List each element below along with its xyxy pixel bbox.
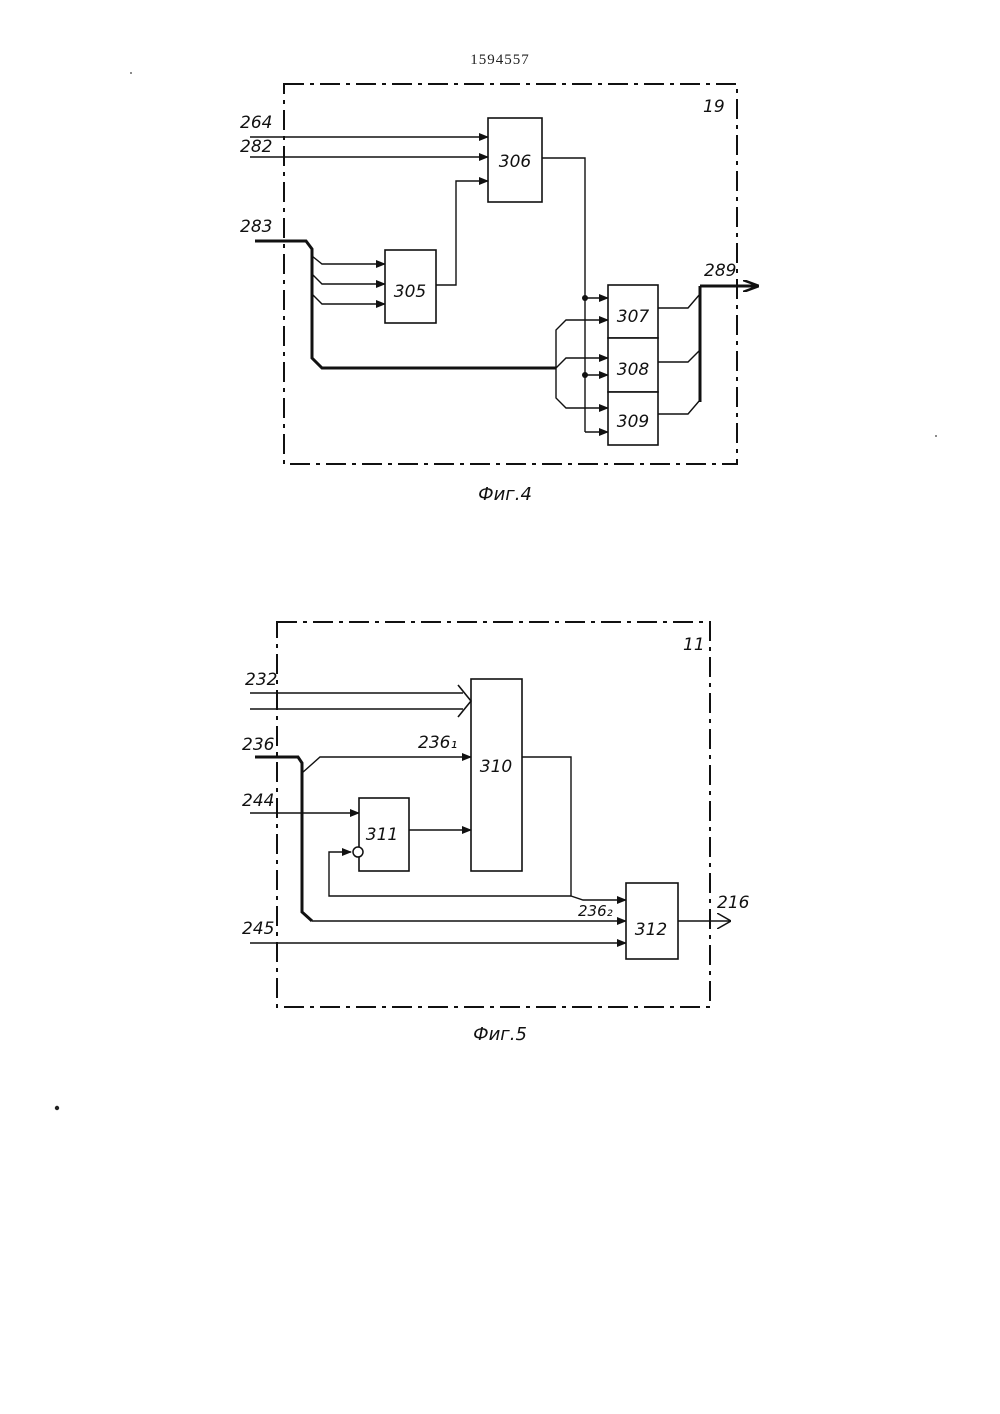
figure-4: 19 264 282 306 283 305 307 xyxy=(240,84,758,505)
junction-306-a xyxy=(582,295,588,301)
block-307-label: 307 xyxy=(617,307,650,327)
scan-specks xyxy=(55,72,937,1110)
wire-305-to-306 xyxy=(436,181,488,285)
block-305-label: 305 xyxy=(394,282,426,302)
inverting-input-311 xyxy=(353,847,363,857)
block-312-label: 312 xyxy=(635,920,667,940)
signal-236: 236 xyxy=(242,735,275,755)
bus-236 xyxy=(255,757,312,921)
speck-1 xyxy=(55,1106,59,1110)
signal-236-2: 236₂ xyxy=(578,902,613,920)
arrow-232 xyxy=(458,685,471,717)
signal-289: 289 xyxy=(704,261,736,281)
fig5-frame-label: 11 xyxy=(683,635,705,655)
speck-2 xyxy=(130,72,132,74)
tap-283-305-a xyxy=(312,256,385,264)
out-308 xyxy=(658,350,700,362)
tap-283-305-c xyxy=(312,294,385,304)
signal-245: 245 xyxy=(242,919,274,939)
wire-306-out xyxy=(542,158,585,298)
block-311-label: 311 xyxy=(366,825,398,845)
wire-236-1-to-310 xyxy=(302,757,471,773)
speck-3 xyxy=(935,435,937,437)
wire-310-out xyxy=(522,757,571,896)
fig5-caption: Фиг.5 xyxy=(473,1024,527,1045)
junction-306-b xyxy=(582,372,588,378)
block-310-label: 310 xyxy=(480,757,512,777)
block-309-label: 309 xyxy=(617,412,649,432)
block-306-label: 306 xyxy=(499,152,532,172)
signal-236-1: 236₁ xyxy=(418,733,457,753)
out-307 xyxy=(658,294,700,308)
signal-282: 282 xyxy=(240,137,272,157)
fig4-frame-label: 19 xyxy=(703,97,725,117)
block-308-label: 308 xyxy=(617,360,650,380)
bus-to-308 xyxy=(556,358,608,368)
tap-283-305-b xyxy=(312,274,385,284)
signal-244: 244 xyxy=(242,791,274,811)
fig4-caption: Фиг.4 xyxy=(478,484,532,505)
bus-to-309 xyxy=(556,368,608,408)
signal-232: 232 xyxy=(245,670,277,690)
signal-264: 264 xyxy=(240,113,272,133)
signal-283: 283 xyxy=(240,217,272,237)
figure-5: 11 310 232 236 236₁ 236₂ 244 311 245 xyxy=(242,622,750,1045)
wire-310-to-312 xyxy=(571,896,626,900)
out-309 xyxy=(658,400,700,414)
signal-216: 216 xyxy=(717,893,750,913)
